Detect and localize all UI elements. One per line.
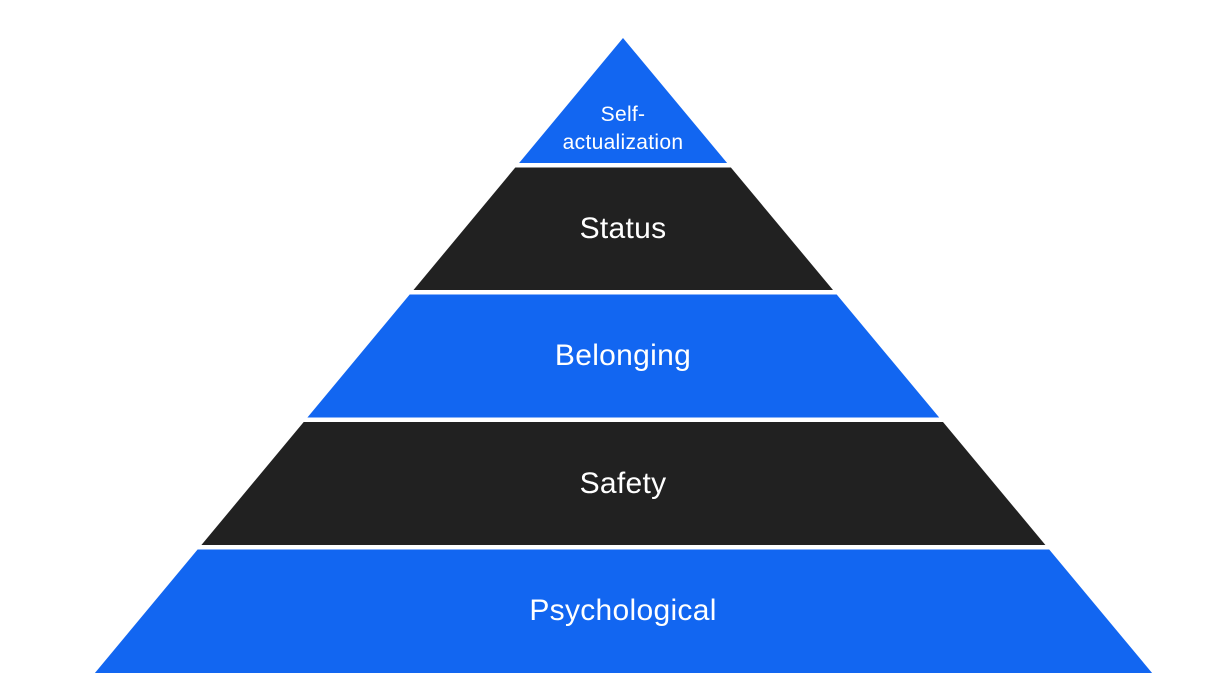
pyramid-label-psychological: Psychological xyxy=(529,594,717,627)
pyramid-level-status-shape xyxy=(413,167,833,290)
pyramid-level-safety-shape xyxy=(201,422,1046,545)
pyramid-label-safety: Safety xyxy=(579,467,667,500)
pyramid-label-status: Status xyxy=(579,212,667,245)
pyramid-level-self-actualization-shape xyxy=(519,38,728,163)
pyramid-level-psychological-shape xyxy=(94,549,1153,673)
pyramid-label-self-actualization: Self-actualization xyxy=(562,103,684,154)
pyramid-level-belonging-shape xyxy=(307,294,940,418)
pyramid-label-belonging: Belonging xyxy=(554,339,692,372)
